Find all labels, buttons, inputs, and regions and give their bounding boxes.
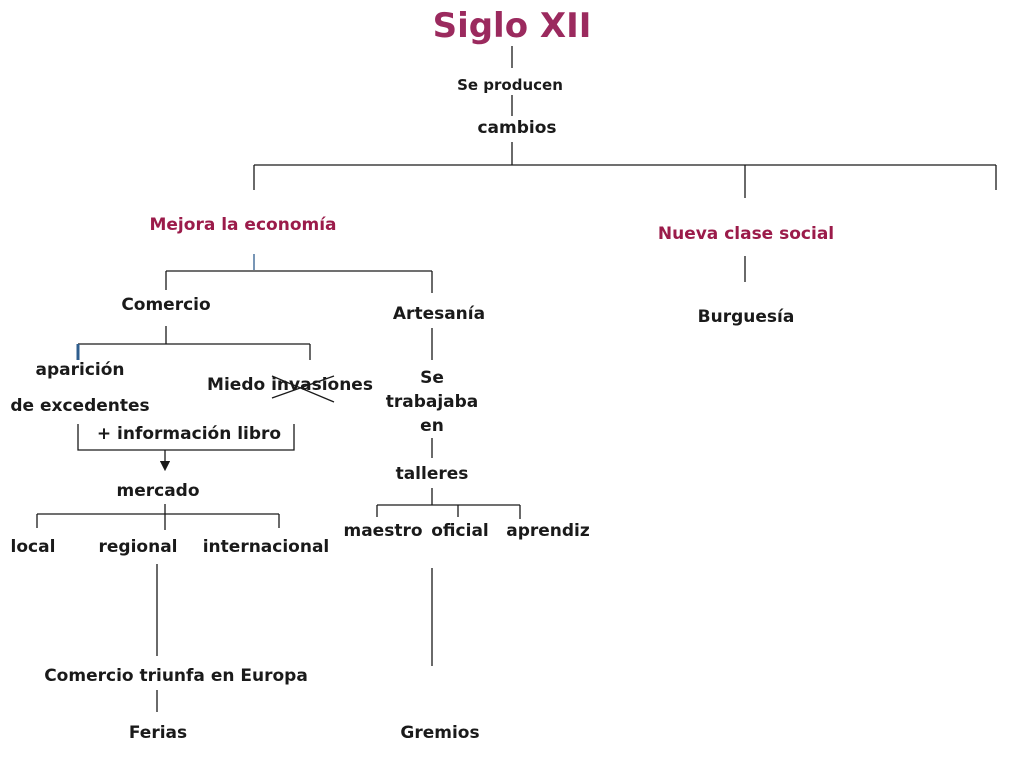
node-gremios: Gremios [400, 723, 480, 743]
node-mejora-economia: Mejora la economía [149, 215, 337, 235]
node-mas-informacion: + información libro [96, 424, 282, 444]
node-internacional: internacional [202, 537, 330, 557]
node-trabajaba: trabajaba [385, 392, 479, 412]
node-local: local [10, 537, 56, 557]
title-siglo-xii: Siglo XII [432, 6, 592, 46]
node-cambios: cambios [477, 118, 557, 138]
node-regional: regional [98, 537, 178, 557]
node-comercio: Comercio [121, 295, 211, 315]
node-oficial: oficial [431, 521, 489, 541]
node-mercado: mercado [116, 481, 200, 501]
node-maestro: maestro [343, 521, 423, 541]
node-se-producen: Se producen [457, 76, 563, 94]
node-aparicion: aparición [35, 360, 125, 380]
node-nueva-clase-social: Nueva clase social [657, 224, 835, 244]
node-en: en [420, 416, 444, 436]
node-ferias: Ferias [128, 723, 188, 743]
node-comercio-triunfa: Comercio triunfa en Europa [44, 666, 308, 686]
node-se: Se [420, 368, 444, 388]
bracket-informacion [77, 424, 295, 451]
cross-mark-a [271, 375, 335, 403]
node-talleres: talleres [395, 464, 469, 484]
node-burguesia: Burguesía [697, 307, 795, 327]
node-miedo-invasiones: Miedo invasiones [207, 375, 373, 395]
node-aprendiz: aprendiz [506, 521, 590, 541]
node-de-excedentes: de excedentes [10, 396, 150, 416]
node-artesania: Artesanía [392, 304, 486, 324]
cross-mark-b [271, 375, 335, 399]
